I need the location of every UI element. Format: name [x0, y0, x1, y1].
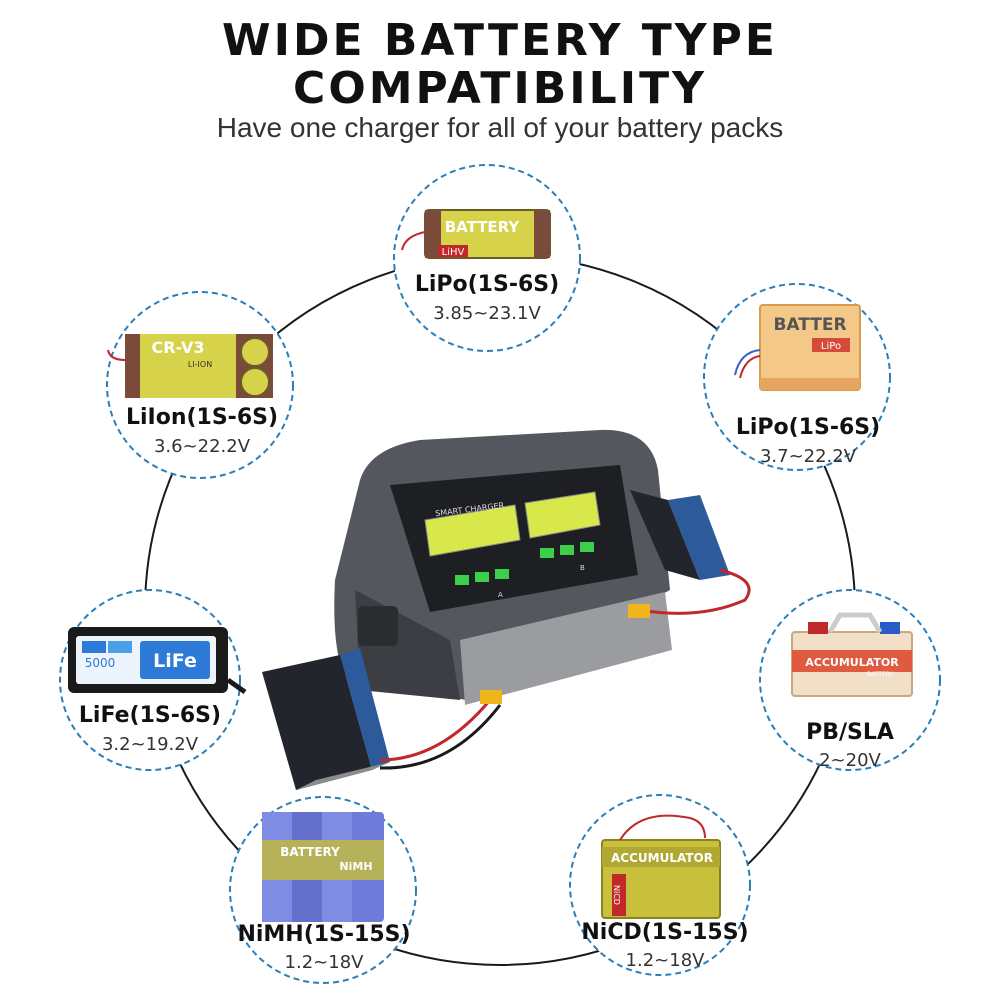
battery-art-badge-1: LiPo	[821, 341, 841, 352]
port-b-label: B	[580, 564, 585, 572]
battery-name-nicd: NiCD(1S-15S)	[581, 920, 749, 945]
battery-name-lipo: LiPo(1S-6S)	[735, 415, 881, 440]
subtitle: Have one charger for all of your battery…	[216, 112, 784, 143]
bubble-lipo: BATTER LiPo	[703, 283, 891, 471]
title-line-2: COMPATIBILITY	[293, 63, 707, 114]
lcd-screen-a	[424, 504, 521, 557]
connected-battery-left	[262, 648, 502, 790]
battery-art-badge-2: BATTERY	[867, 671, 894, 678]
battery-art-badge-5: 5000	[85, 656, 116, 670]
battery-art-text-4: BATTERY	[280, 845, 340, 859]
bubble-liion: CR-V3 LI-ION	[106, 291, 294, 479]
bubble-lipo-hv: BATTERY LiHV	[393, 164, 581, 352]
battery-art-text-2: ACCUMULATOR	[805, 656, 899, 669]
battery-art-badge-6: LI-ION	[188, 360, 212, 369]
battery-voltage-liion: 3.6~22.2V	[153, 436, 251, 457]
button-row-b	[540, 542, 594, 558]
battery-art-text-3: ACCUMULATOR	[611, 851, 713, 865]
port-a-label: A	[498, 591, 503, 599]
bubble-pb-sla: ACCUMULATOR BATTERY	[759, 589, 941, 771]
battery-name-pb-sla: PB/SLA	[806, 720, 894, 745]
connected-battery-right	[628, 490, 751, 618]
lcd-screen-b	[524, 491, 601, 539]
battery-art-badge-4: NiMH	[339, 860, 372, 873]
bubble-life: LiFe 5000	[59, 589, 247, 771]
battery-voltage-nicd: 1.2~18V	[625, 950, 705, 971]
battery-art-text-1: BATTER	[773, 315, 846, 335]
battery-art-badge-3: NiCD	[612, 885, 621, 905]
bubble-nimh: BATTERY NiMH	[229, 796, 417, 984]
battery-name-liion: LiIon(1S-6S)	[125, 405, 279, 430]
battery-name-nimh: NiMH(1S-15S)	[237, 922, 411, 947]
battery-voltage-nimh: 1.2~18V	[284, 952, 364, 973]
button-row-a	[455, 569, 509, 585]
charger-device: SMART CHARGER A B	[334, 429, 672, 705]
battery-art-text-0: BATTERY	[445, 218, 521, 236]
battery-voltage-pb-sla: 2~20V	[819, 750, 881, 771]
battery-voltage-lipo: 3.7~22.2V	[759, 446, 857, 467]
battery-name-life: LiFe(1S-6S)	[78, 703, 222, 728]
battery-voltage-lipo-hv: 3.85~23.1V	[433, 303, 541, 324]
battery-voltage-life: 3.2~19.2V	[101, 734, 199, 755]
battery-art-text-5: LiFe	[153, 650, 197, 672]
battery-art-badge-0: LiHV	[442, 247, 465, 258]
battery-name-lipo-hv: LiPo(1S-6S)	[414, 272, 560, 297]
battery-art-text-6: CR-V3	[151, 338, 204, 357]
title-line-1: WIDE BATTERY TYPE	[222, 15, 778, 66]
bubble-nicd: ACCUMULATOR NiCD	[569, 794, 751, 976]
